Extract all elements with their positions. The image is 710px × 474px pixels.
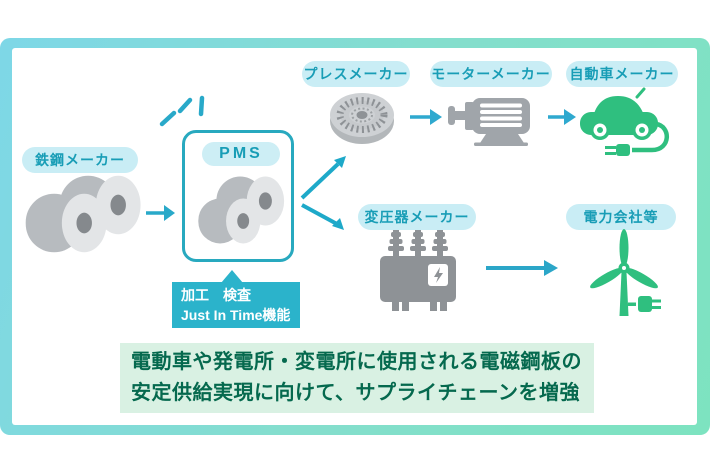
fork-arrows-icon: [300, 156, 346, 230]
callout-line1: 加工 検査: [181, 287, 251, 303]
ev-car-icon: [580, 87, 669, 156]
pms-callout: 加工 検査 Just In Time機能: [172, 282, 300, 328]
pms-node-box: PMS: [182, 130, 294, 262]
label-steel-maker: 鉄鋼メーカー: [22, 147, 138, 173]
label-power-company-text: 電力会社等: [583, 209, 659, 225]
sparkle-icon: [159, 95, 205, 127]
label-motor-maker-text: モーターメーカー: [431, 66, 551, 82]
press-core-icon: [330, 93, 394, 144]
callout-pointer: [221, 270, 243, 283]
wind-turbine-icon: [590, 229, 661, 316]
summary-banner: 電動車や発電所・変電所に使用される電磁鋼板の 安定供給実現に向けて、サプライチェ…: [120, 343, 594, 413]
label-power-company: 電力会社等: [566, 204, 676, 230]
steel-coils-icon: [25, 175, 141, 253]
label-auto-maker-text: 自動車メーカー: [569, 66, 675, 82]
motor-icon: [448, 98, 530, 146]
callout-line2: Just In Time機能: [181, 307, 291, 323]
label-auto-maker: 自動車メーカー: [566, 61, 678, 87]
label-steel-maker-text: 鉄鋼メーカー: [35, 152, 125, 168]
arrow-motor-to-car-icon: [548, 109, 576, 125]
arrow-press-to-motor-icon: [410, 109, 442, 125]
label-press-maker-text: プレスメーカー: [303, 66, 409, 82]
transformer-icon: [380, 230, 456, 311]
pms-coils-icon: [198, 176, 285, 244]
label-transformer-maker-text: 変圧器メーカー: [364, 209, 470, 225]
label-motor-maker: モーターメーカー: [430, 61, 552, 87]
banner-line1: 電動車や発電所・変電所に使用される電磁鋼板の: [131, 351, 582, 373]
label-transformer-maker: 変圧器メーカー: [358, 204, 476, 230]
label-press-maker: プレスメーカー: [302, 61, 410, 87]
label-pms: PMS: [202, 142, 280, 166]
banner-line2: 安定供給実現に向けて、サプライチェーンを増強: [131, 382, 580, 404]
label-pms-text: PMS: [219, 145, 263, 162]
arrow-transformer-to-power-icon: [486, 260, 558, 276]
arrow-steel-to-pms-icon: [146, 205, 175, 221]
